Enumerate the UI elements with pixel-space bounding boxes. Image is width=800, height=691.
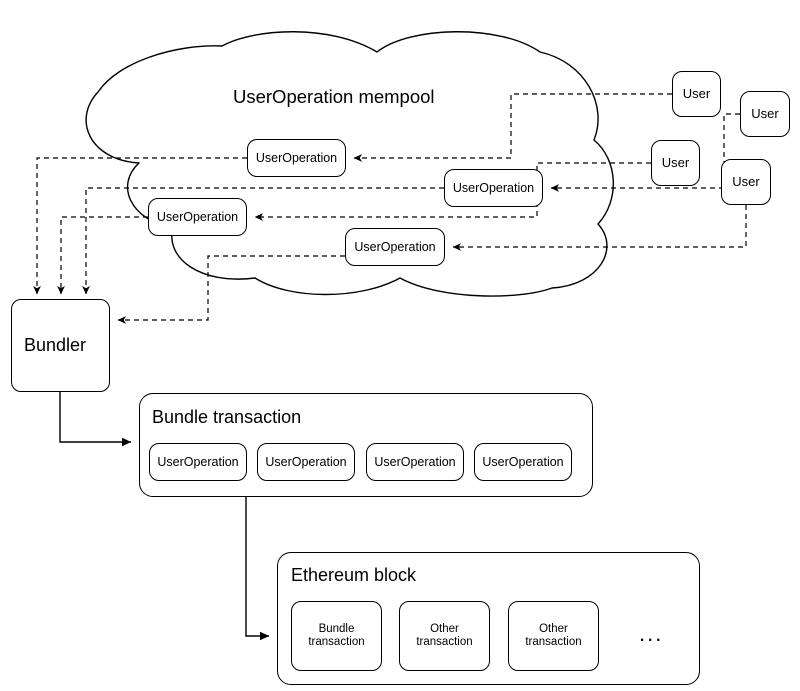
connector-user4-to-userop4 — [452, 205, 747, 251]
bundle-userop-3-label: UserOperation — [374, 454, 456, 469]
connector-bundle-transaction-to-ethereum-block — [245, 497, 270, 641]
ethereum-block-title: Ethereum block — [291, 565, 417, 585]
ethereum-tx-3-label: Other transaction — [525, 622, 582, 648]
mempool-title: UserOperation mempool — [233, 86, 435, 107]
bundler-label: Bundler — [24, 335, 87, 356]
user-node-1[interactable]: User — [672, 71, 721, 117]
mempool-userop-1[interactable]: UserOperation — [247, 139, 346, 177]
bundle-userop-1-label: UserOperation — [157, 454, 239, 469]
mempool-userop-4[interactable]: UserOperation — [345, 228, 445, 266]
connector-user2-to-userop2 — [550, 113, 740, 192]
mempool-userop-3-label: UserOperation — [156, 209, 239, 224]
ethereum-block-ellipsis: ... — [639, 621, 664, 646]
mempool-userop-2-label: UserOperation — [452, 180, 535, 195]
user-node-4-label: User — [732, 173, 760, 189]
user-node-1-label: User — [682, 85, 711, 101]
connector-userop4-to-bundler — [117, 255, 345, 324]
user-node-3[interactable]: User — [651, 140, 700, 186]
bundle-userop-2-label: UserOperation — [265, 454, 347, 469]
bundle-userop-2[interactable]: UserOperation — [257, 443, 355, 481]
ethereum-tx-other-2[interactable]: Other transaction — [508, 601, 599, 671]
ethereum-tx-bundle-transaction[interactable]: Bundle transaction — [291, 601, 382, 671]
bundle-userop-1[interactable]: UserOperation — [149, 443, 247, 481]
bundle-userop-4[interactable]: UserOperation — [474, 443, 572, 481]
connector-userop3-to-bundler — [57, 216, 148, 295]
ethereum-tx-2-label: Other transaction — [416, 622, 473, 648]
user-node-3-label: User — [661, 154, 690, 170]
user-node-4[interactable]: User — [721, 159, 771, 205]
mempool-userop-1-label: UserOperation — [255, 150, 338, 165]
mempool-userop-2[interactable]: UserOperation — [444, 169, 543, 207]
bundler-node[interactable]: Bundler — [11, 299, 110, 392]
user-node-2-label: User — [751, 105, 779, 121]
connector-bundler-to-bundle-transaction — [59, 392, 132, 447]
user-node-2[interactable]: User — [740, 91, 790, 137]
bundle-transaction-title: Bundle transaction — [152, 407, 302, 427]
mempool-userop-3[interactable]: UserOperation — [148, 198, 247, 236]
bundle-userop-4-label: UserOperation — [482, 454, 564, 469]
mempool-userop-4-label: UserOperation — [354, 239, 436, 254]
ethereum-tx-other-1[interactable]: Other transaction — [399, 601, 490, 671]
bundle-userop-3[interactable]: UserOperation — [366, 443, 464, 481]
ethereum-tx-1-label: Bundle transaction — [308, 622, 365, 648]
